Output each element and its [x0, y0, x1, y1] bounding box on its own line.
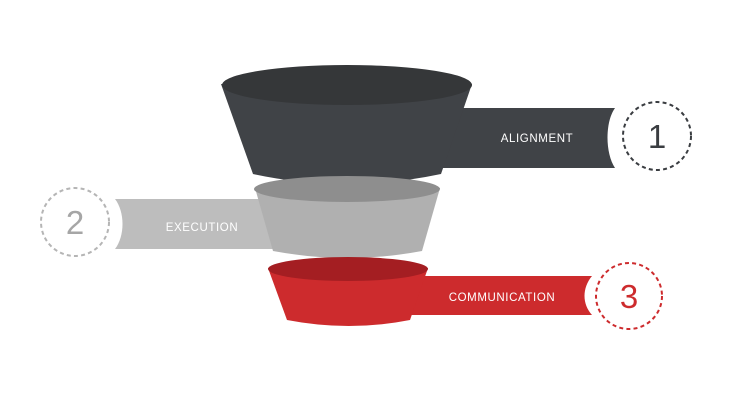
execution-number-ring [40, 187, 110, 257]
alignment-funnel-top [222, 65, 472, 105]
communication-label: COMMUNICATION [449, 292, 556, 304]
execution-funnel-top [254, 176, 440, 202]
stage-communication: COMMUNICATION 3 [268, 257, 663, 330]
alignment-number: 1 [648, 118, 666, 155]
alignment-number-ring [622, 101, 692, 171]
communication-funnel-body [268, 268, 428, 326]
communication-number: 3 [620, 278, 638, 315]
execution-number: 2 [66, 204, 84, 241]
stage-execution: EXECUTION 2 [40, 176, 440, 258]
execution-band [115, 199, 282, 249]
execution-funnel-body [255, 188, 440, 258]
communication-number-ring [595, 262, 663, 330]
alignment-label: ALIGNMENT [501, 133, 574, 145]
execution-label: EXECUTION [166, 222, 239, 234]
communication-funnel-top [268, 257, 428, 281]
communication-band [395, 276, 592, 315]
stage-alignment: ALIGNMENT 1 [221, 65, 692, 184]
alignment-funnel-body [221, 84, 472, 184]
alignment-band [440, 108, 615, 168]
